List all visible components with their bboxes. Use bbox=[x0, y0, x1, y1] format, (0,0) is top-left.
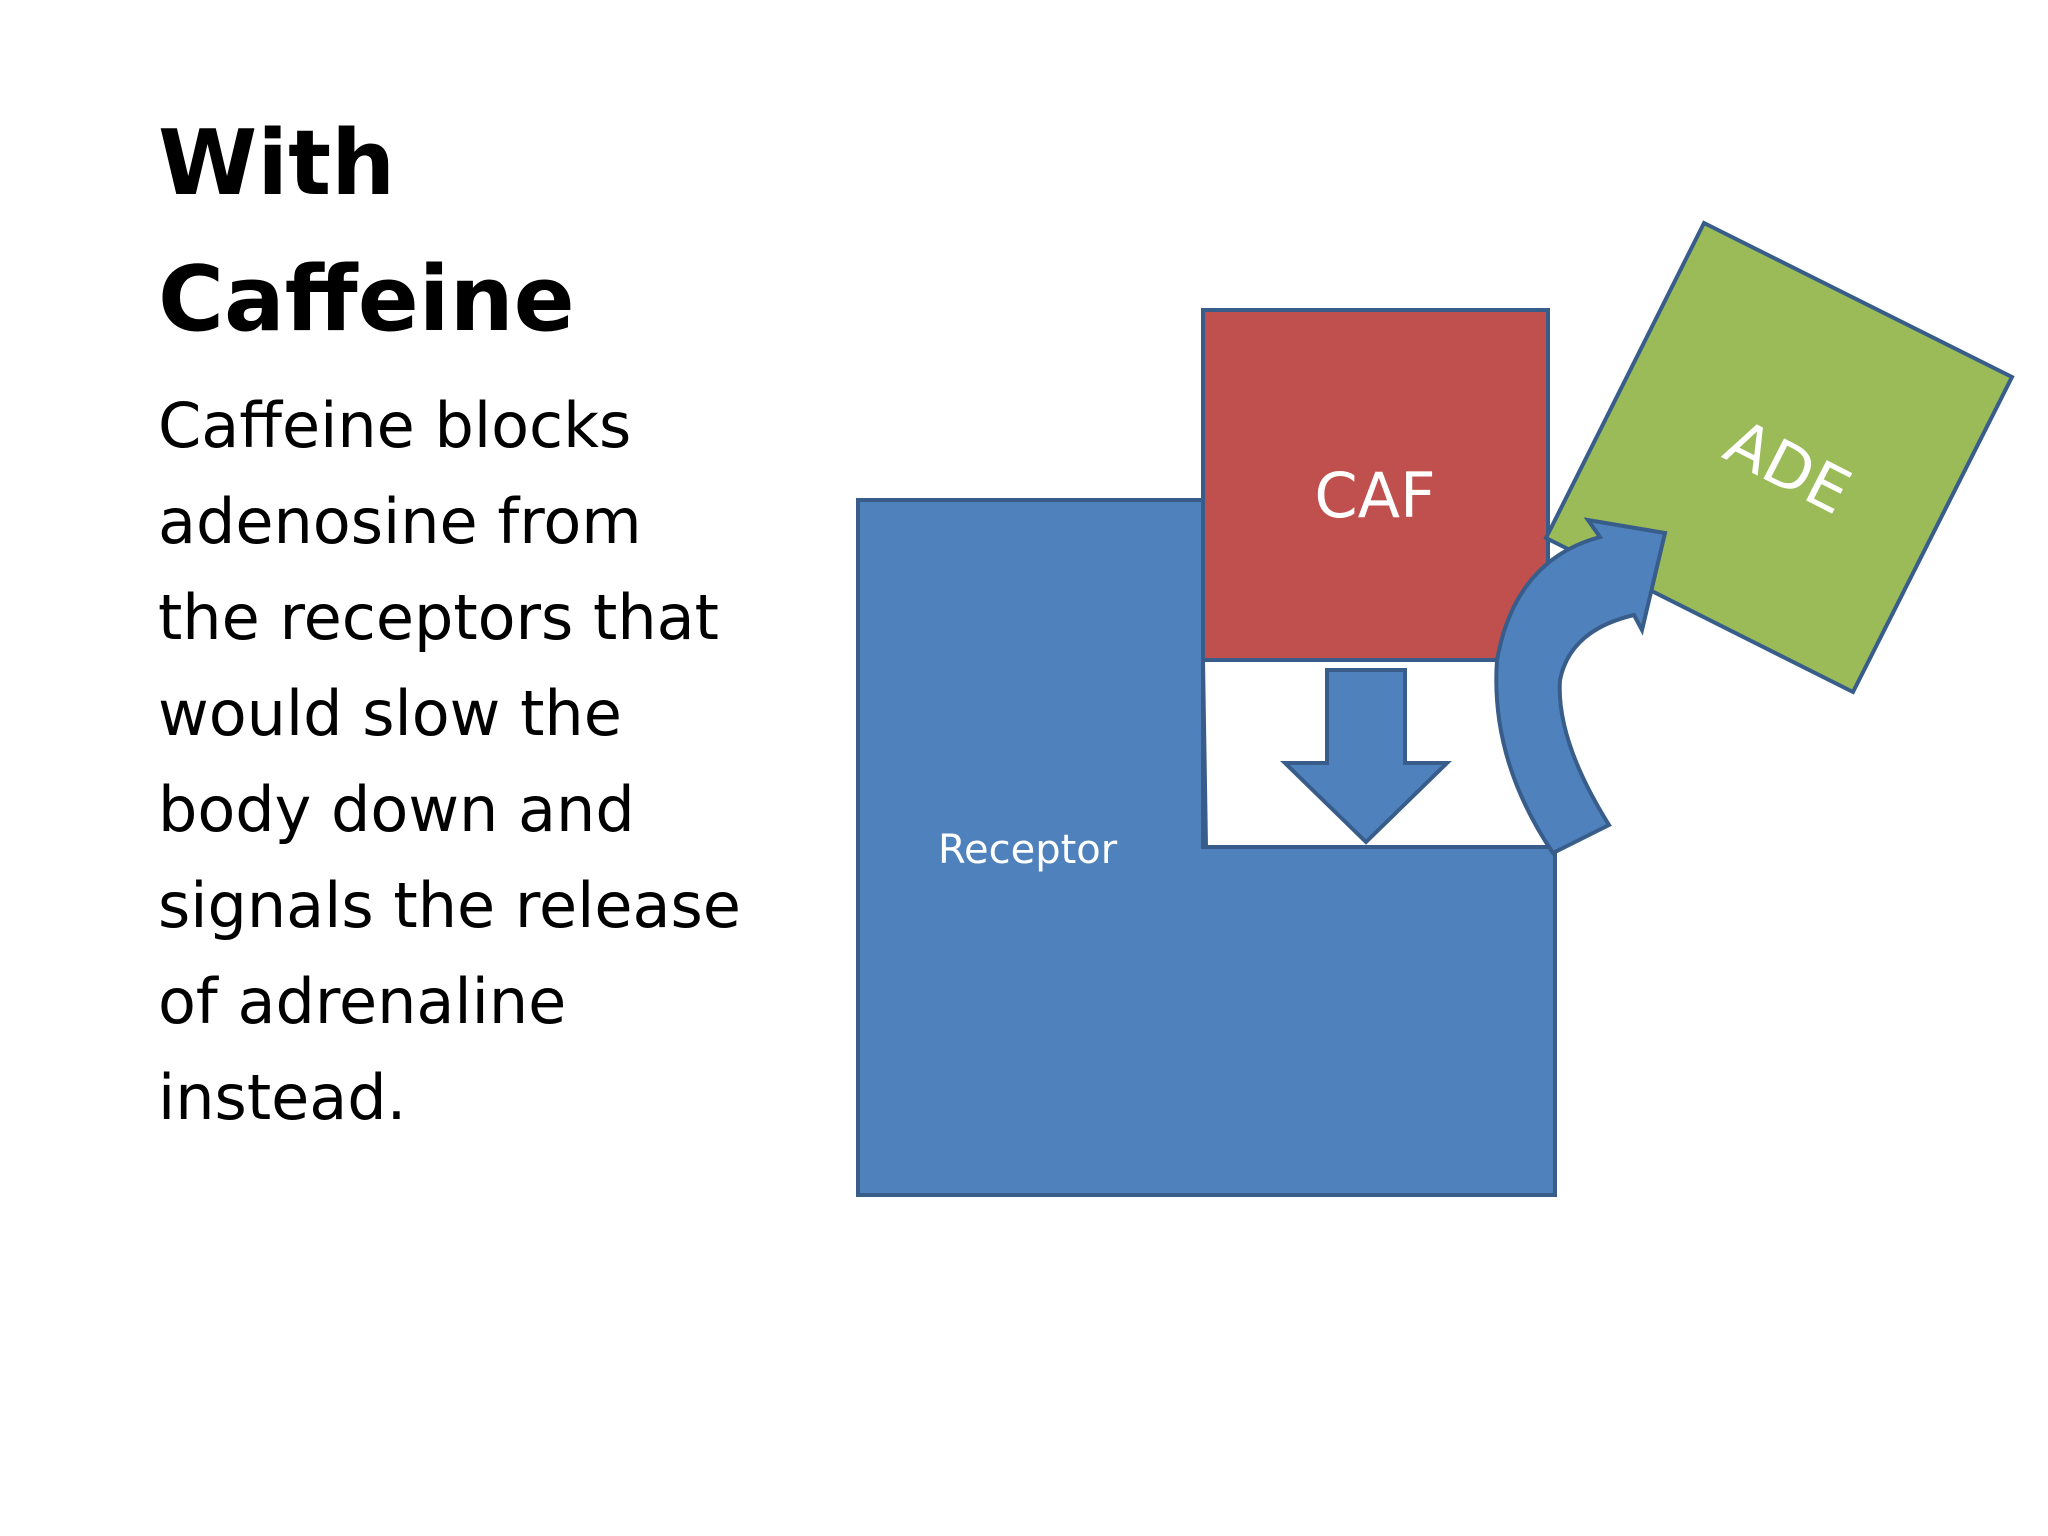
title-line: With bbox=[158, 111, 396, 216]
slide-body-text: Caffeine blocks adenosine from the recep… bbox=[158, 378, 741, 1146]
body-line: adenosine from bbox=[158, 485, 642, 558]
caffeine-block bbox=[1201, 308, 1550, 662]
title-line: Caffeine bbox=[158, 247, 575, 352]
adenosine-block bbox=[1543, 220, 2015, 695]
body-line: instead. bbox=[158, 1061, 407, 1134]
down-arrow bbox=[1280, 668, 1452, 845]
body-line: of adrenaline bbox=[158, 965, 567, 1038]
receptor-notch bbox=[1201, 659, 1555, 849]
body-line: would slow the bbox=[158, 677, 622, 750]
receptor-label: Receptor bbox=[938, 827, 1118, 873]
body-line: the receptors that bbox=[158, 581, 719, 654]
caffeine-label: CAF bbox=[1314, 459, 1435, 532]
body-line: signals the release bbox=[158, 869, 741, 942]
curved-arrow bbox=[1494, 517, 1668, 856]
body-line: body down and bbox=[158, 773, 635, 846]
slide-title: With Caffeine bbox=[158, 96, 575, 368]
body-line: Caffeine blocks bbox=[158, 389, 632, 462]
